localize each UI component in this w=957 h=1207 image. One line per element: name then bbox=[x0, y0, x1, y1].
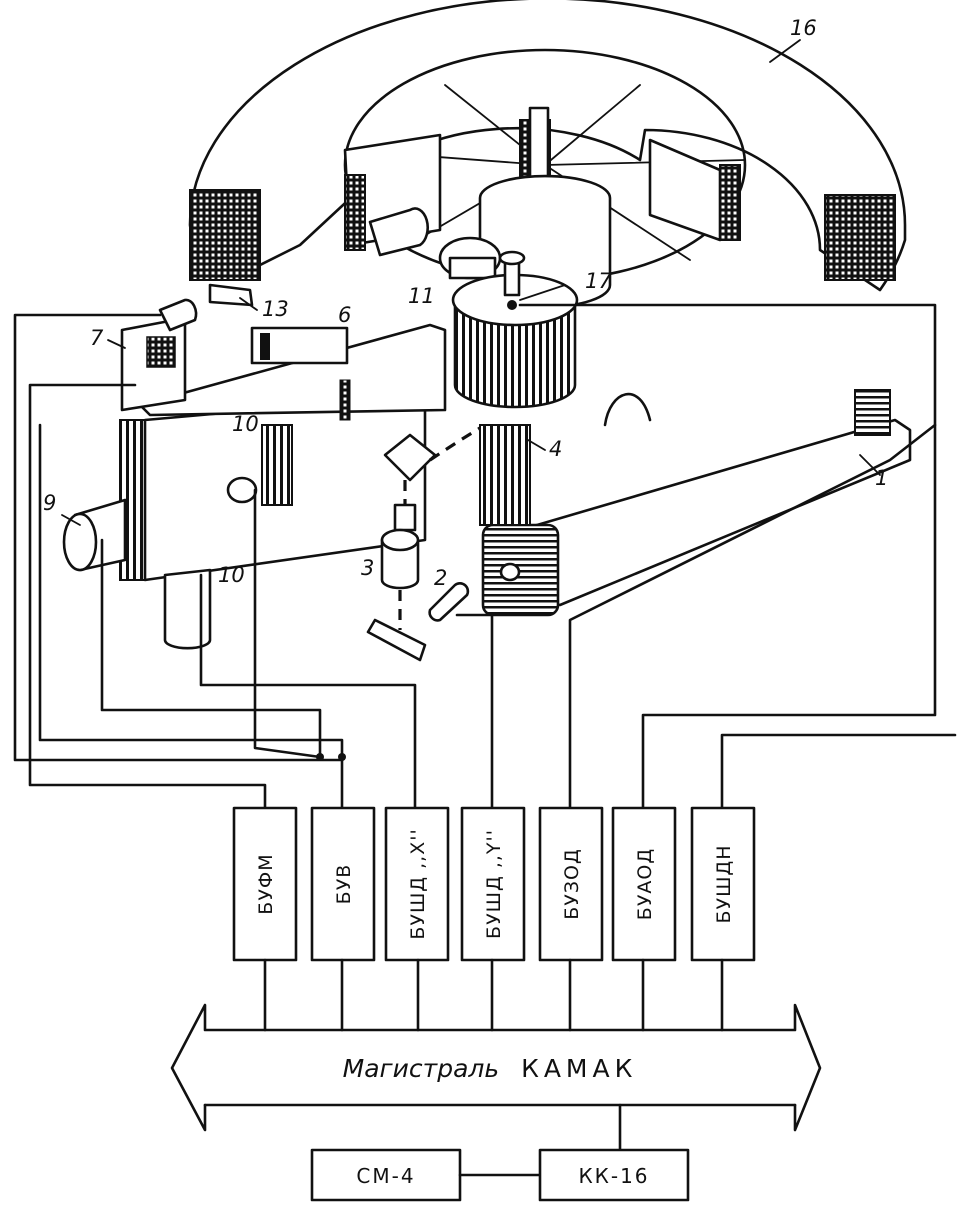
label-10: 10 bbox=[218, 563, 245, 587]
label-10-top: 10 bbox=[232, 412, 259, 436]
kk16-label: КК-16 bbox=[578, 1164, 649, 1188]
label-6: 6 bbox=[338, 303, 351, 327]
control-units: БУФМ БУВ БУШД ,,X'' БУШД ,,Y'' БУЗОД БУА… bbox=[234, 808, 754, 1030]
computer-block: СМ-4 КК-16 bbox=[312, 1150, 688, 1200]
label-7: 7 bbox=[90, 326, 104, 350]
unit-bufm-label: БУФМ bbox=[255, 853, 277, 914]
unit-buzod-label: БУЗОД bbox=[561, 848, 583, 920]
label-2: 2 bbox=[434, 566, 447, 590]
label-13: 13 bbox=[262, 297, 289, 321]
cm4-label: СМ-4 bbox=[356, 1164, 415, 1188]
unit-bushd-y-label: БУШД ,,Y'' bbox=[483, 829, 505, 939]
unit-bushdn-label: БУШДН bbox=[713, 844, 735, 923]
bus-label: Магистраль КАМАК bbox=[343, 1054, 638, 1083]
bus-label-caps: КАМАК bbox=[521, 1054, 637, 1083]
detector-1 bbox=[483, 390, 910, 615]
label-1: 1 bbox=[875, 466, 888, 490]
unit-buv-label: БУВ bbox=[333, 864, 355, 905]
sample-carousel bbox=[190, 0, 905, 307]
label-17: 17 bbox=[585, 269, 612, 293]
label-9: 9 bbox=[43, 491, 56, 515]
bus-label-italic: Магистраль bbox=[343, 1054, 499, 1083]
unit-buaod-label: БУАОД bbox=[634, 848, 656, 920]
label-11: 11 bbox=[408, 284, 435, 308]
label-3: 3 bbox=[361, 556, 374, 580]
unit-bushd-x-label: БУШД ,,X'' bbox=[407, 828, 429, 939]
label-4: 4 bbox=[549, 437, 562, 461]
label-16: 16 bbox=[790, 16, 817, 40]
